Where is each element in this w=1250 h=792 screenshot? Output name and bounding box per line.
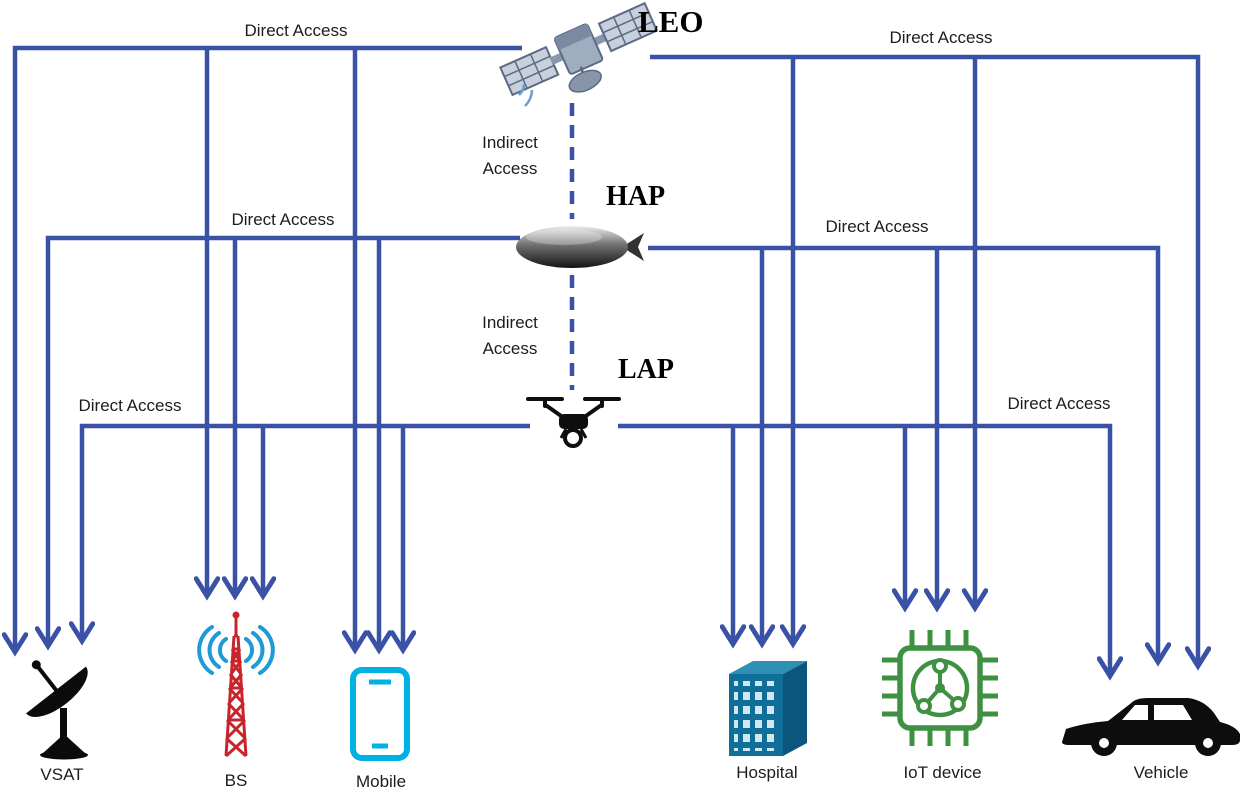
signal-waves: [518, 83, 534, 107]
airship-icon: [514, 218, 650, 276]
solar-panel-left: [499, 45, 560, 97]
direct-access-label-leo-right: Direct Access: [889, 28, 993, 47]
building-side: [783, 661, 807, 756]
vsat-label: VSAT: [40, 765, 84, 784]
satellite-icon: [494, 0, 664, 110]
drone-body: [559, 414, 588, 429]
direct-access-label-hap-right: Direct Access: [825, 217, 929, 236]
solar-panel-right: [597, 1, 659, 53]
building-windows: [734, 681, 779, 751]
direct-access-label-hap-left: Direct Access: [231, 210, 335, 229]
phone-body: [350, 667, 410, 761]
building-icon: [719, 650, 814, 762]
satellite-dish: [568, 69, 602, 93]
chip-icon: [878, 614, 1002, 762]
iot-label: IoT device: [903, 763, 982, 782]
hap-label: HAP: [606, 181, 666, 212]
edge-hap-vsat: [48, 235, 520, 646]
indirect-access-label-leo-hap: Indirect Access: [482, 133, 538, 178]
hospital-label: Hospital: [736, 763, 798, 782]
car-icon: [1056, 684, 1248, 762]
edge-lap-vsat: [82, 423, 530, 641]
satellite-dish-icon: [14, 648, 110, 762]
direct-access-label-lap-right: Direct Access: [1007, 394, 1111, 413]
direct-access-label-leo-left: Direct Access: [244, 21, 348, 40]
mobile-label: Mobile: [355, 772, 407, 791]
radio-waves: [197, 625, 275, 675]
airship-tail-fin: [622, 233, 644, 261]
tower-lattice: [224, 634, 248, 758]
direct-access-edges: [15, 45, 1198, 676]
edge-leo-vsat: [15, 45, 522, 652]
chip-pins: [882, 630, 998, 746]
base-station-tower-icon: [184, 606, 289, 764]
leo-label: LEO: [638, 4, 704, 39]
building-roof: [729, 661, 807, 674]
edge-leo-vehicle: [650, 54, 1198, 666]
edge-lap-vehicle: [618, 423, 1110, 676]
edge-hap-vehicle: [648, 245, 1158, 662]
bs-label: BS: [224, 771, 248, 790]
indirect-access-label-hap-lap: Indirect Access: [482, 313, 538, 358]
smartphone-icon: [349, 666, 411, 762]
drone-icon: [526, 392, 621, 458]
lap-label: LAP: [618, 354, 674, 385]
direct-access-label-lap-left: Direct Access: [78, 396, 182, 415]
airship-hull: [516, 226, 628, 268]
drone-camera: [563, 428, 583, 448]
vehicle-label: Vehicle: [1133, 763, 1189, 782]
